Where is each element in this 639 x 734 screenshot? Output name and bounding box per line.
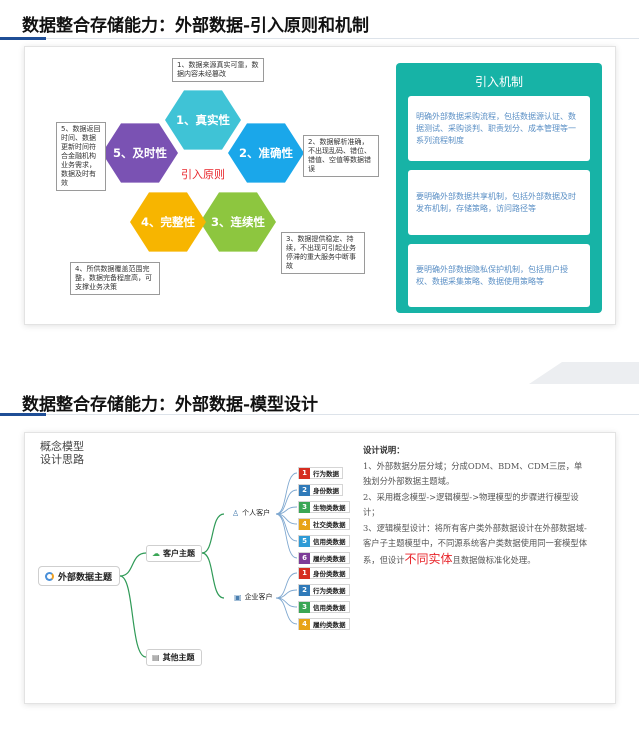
hex-authenticity (165, 90, 241, 150)
hex-timeliness (102, 123, 178, 183)
leaf-number-badge: 3 (299, 601, 310, 613)
hex-continuity-label: 3、连续性 (211, 215, 266, 229)
sub-personal-label: 个人客户 (242, 509, 271, 517)
hex-completeness (130, 192, 206, 252)
section1-title-rule (46, 38, 639, 39)
leaf-number-badge: 1 (299, 467, 310, 479)
section1-title-underline (0, 37, 46, 40)
hex-authenticity-label: 1、真实性 (176, 113, 231, 127)
branch-customer-label: 客户主题 (163, 549, 195, 558)
branch-customer[interactable]: ☁ 客户主题 (146, 545, 202, 562)
leaf-label: 信用类数据 (313, 538, 346, 546)
leaf-number-badge: 4 (299, 618, 310, 630)
leaf-label: 履约类数据 (313, 555, 346, 563)
customer-icon: ☁ (152, 549, 160, 558)
hex-accuracy (228, 123, 304, 183)
description-heading: 设计说明： (363, 445, 405, 455)
description-p2: 2、采用概念模型->逻辑模型->物理模型的步骤进行模型设计； (363, 491, 579, 518)
leaf-label: 生物类数据 (313, 504, 346, 512)
section2-title-rule (46, 414, 639, 415)
corner-decoration (529, 362, 639, 384)
leaf-label: 身份类数据 (313, 570, 346, 578)
note-continuity: 3、数据提供稳定、持续，不出现可引起业务停滞的重大服务中断事故 (281, 232, 365, 274)
leaf-label: 身份数据 (313, 487, 339, 495)
note-timeliness: 5、数据返回时间、数据更新时间符合金融机构业务需求，数据及时有效 (56, 122, 106, 191)
hex-timeliness-label: 5、及时性 (113, 146, 168, 160)
concept-line-1: 概念模型 (40, 440, 84, 453)
leaf-number-badge: 3 (299, 501, 310, 513)
leaf-number-badge: 6 (299, 552, 310, 564)
building-icon: ▣ (234, 592, 242, 602)
hex-accuracy-label: 2、准确性 (239, 146, 294, 160)
leaf-label: 行为数据 (313, 470, 339, 478)
mechanism-title: 引入机制 (474, 75, 523, 89)
hex-continuity (200, 192, 276, 252)
leaf-label: 履约类数据 (313, 621, 346, 629)
design-description: 设计说明： 1、外部数据分层分域；分成ODM、BDM、CDM三层，单独划分外部数… (363, 443, 588, 568)
root-icon (45, 571, 54, 581)
hex-completeness-label: 4、完整性 (141, 215, 196, 229)
description-highlight: 不同实体 (404, 551, 453, 566)
note-authenticity: 1、数据来源真实可靠，数据内容未经篡改 (172, 58, 264, 82)
mechanism-item-2-text: 要明确外部数据共享机制，包括外部数据及时发布机制，存储策略，访问路径等 (416, 191, 576, 213)
concept-line-2: 设计思路 (40, 453, 84, 466)
leaf-number-badge: 2 (299, 484, 310, 496)
center-label: 引入原则 (181, 167, 225, 181)
leaf-label: 社交类数据 (313, 521, 346, 529)
leaf-number-badge: 2 (299, 584, 310, 596)
section2-title: 数据整合存储能力：外部数据-模型设计 (22, 395, 319, 415)
mechanism-item-3-text: 要明确外部数据隐私保护机制，包括用户授权、数据采集策略、数据使用策略等 (416, 264, 568, 286)
mechanism-item-3: 要明确外部数据隐私保护机制，包括用户授权、数据采集策略、数据使用策略等 (408, 244, 590, 307)
section1-title: 数据整合存储能力：外部数据-引入原则和机制 (22, 16, 370, 36)
branch-other[interactable]: ▤ 其他主题 (146, 649, 202, 666)
person-icon: ♙ (232, 508, 240, 518)
mechanism-item-1-text: 明确外部数据采购流程，包括数据源认证、数据测试、采购谈判、职责划分、成本管理等一… (416, 111, 576, 145)
leaf-number-badge: 4 (299, 518, 310, 530)
section2-title-underline (0, 413, 46, 416)
note-completeness: 4、所供数据覆盖范围完整，数据完备程度高，可支撑业务决策 (70, 262, 160, 295)
mindmap-root[interactable]: 外部数据主题 (38, 566, 120, 586)
mechanism-item-1: 明确外部数据采购流程，包括数据源认证、数据测试、采购谈判、职责划分、成本管理等一… (408, 96, 590, 161)
description-p1: 1、外部数据分层分域；分成ODM、BDM、CDM三层，单独划分外部数据主题域。 (363, 460, 583, 487)
leaf-label: 信用类数据 (313, 604, 346, 612)
mechanism-panel: 引入机制 明确外部数据采购流程，包括数据源认证、数据测试、采购谈判、职责划分、成… (396, 63, 602, 313)
description-p3-before: 3、逻辑模型设计：将所有客户类外部数据设计在外部数据域-客户子主题模型中，不同源… (363, 522, 588, 565)
principles-hexagons: 1、真实性 2、准确性 3、连续性 4、完整性 5、及时性 引入原则 (102, 90, 304, 252)
sub-enterprise-label: 企业客户 (244, 593, 273, 601)
concept-model-label: 概念模型 设计思路 (40, 440, 84, 466)
root-label: 外部数据主题 (58, 572, 113, 583)
description-p3-after: 且数据做标准化处理。 (452, 554, 536, 565)
sub-enterprise[interactable]: ▣ 企业客户 (234, 592, 273, 602)
leaf-number-badge: 5 (299, 535, 310, 547)
document-icon: ▤ (152, 653, 160, 662)
description-p3: 3、逻辑模型设计：将所有客户类外部数据设计在外部数据域-客户子主题模型中，不同源… (363, 521, 588, 569)
leaf-number-badge: 1 (299, 567, 310, 579)
mechanism-item-2: 要明确外部数据共享机制，包括外部数据及时发布机制，存储策略，访问路径等 (408, 170, 590, 235)
sub-personal[interactable]: ♙ 个人客户 (232, 508, 270, 518)
leaf-label: 行为类数据 (313, 587, 346, 595)
branch-other-label: 其他主题 (162, 653, 195, 662)
note-accuracy: 2、数据解析准确，不出现乱码、错位、错值、空值等数据错误 (303, 135, 379, 177)
